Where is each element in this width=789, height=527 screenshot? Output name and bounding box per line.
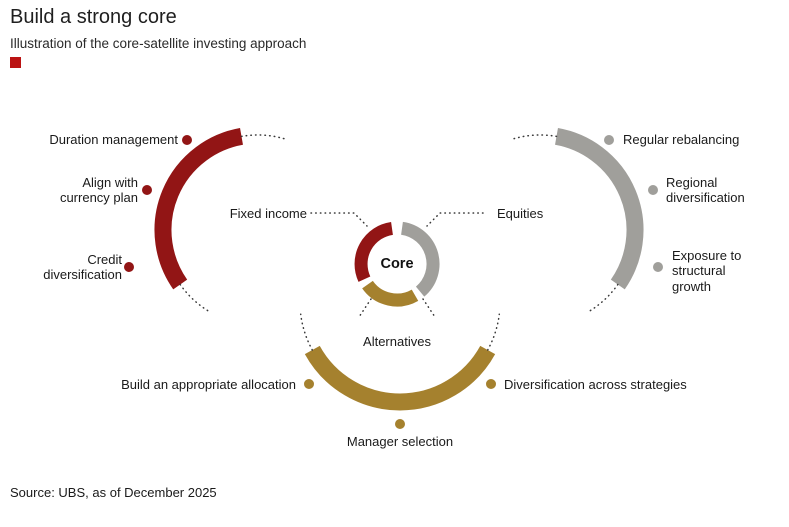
alternatives-satellite-arc — [304, 345, 496, 411]
label-build-appropriate-allocation: Build an appropriate allocation — [121, 377, 296, 392]
label-alternatives: Alternatives — [363, 334, 431, 349]
fixed-income-arc-dotted-top — [240, 134, 287, 140]
currency-plan-dot — [142, 185, 152, 195]
equities-arc-dotted-top — [511, 134, 558, 140]
label-regular-rebalancing: Regular rebalancing — [623, 132, 740, 147]
equities-satellite-arc — [554, 128, 644, 290]
label-fixed-income: Fixed income — [229, 206, 307, 221]
duration-management-dot — [182, 135, 192, 145]
source-note: Source: UBS, as of December 2025 — [10, 485, 217, 500]
equities-connector — [426, 212, 484, 227]
page-subtitle: Illustration of the core-satellite inves… — [10, 36, 307, 51]
manager-selection-dot — [395, 419, 405, 429]
structural-growth-dot — [653, 262, 663, 272]
accent-square — [10, 57, 21, 68]
credit-diversification-dot — [124, 262, 134, 272]
fixed-income-satellite-arc — [154, 128, 244, 290]
core-ring-equities-segment — [400, 221, 440, 297]
diversification-strategies-dot — [486, 379, 496, 389]
label-exposure-structural-growth: Exposure to structural growth — [672, 248, 742, 294]
alternatives-arc-dotted-right — [486, 313, 501, 351]
label-regional-diversification: Regional diversification — [666, 175, 745, 206]
alternatives-connector-right — [422, 298, 436, 318]
fixed-income-arc-dotted-bottom — [179, 283, 209, 312]
regular-rebalancing-dot — [604, 135, 614, 145]
alternatives-connector-left — [358, 298, 372, 318]
page-title: Build a strong core — [10, 6, 177, 28]
core-ring-alternatives-segment — [362, 280, 419, 307]
regional-diversification-dot — [648, 185, 658, 195]
label-diversification-across-strategies: Diversification across strategies — [504, 377, 687, 392]
alternatives-arc-dotted-left — [299, 313, 314, 351]
label-manager-selection: Manager selection — [346, 434, 454, 449]
label-duration-management: Duration management — [49, 132, 178, 147]
label-align-with-currency-plan: Align with currency plan — [59, 175, 138, 206]
equities-arc-dotted-bottom — [589, 283, 619, 312]
label-credit-diversification: Credit diversification — [43, 252, 122, 283]
appropriate-allocation-dot — [304, 379, 314, 389]
core-ring-fixed-income-segment — [354, 221, 394, 282]
label-core: Core — [380, 256, 414, 272]
fixed-income-connector — [310, 212, 368, 227]
label-equities: Equities — [497, 206, 544, 221]
